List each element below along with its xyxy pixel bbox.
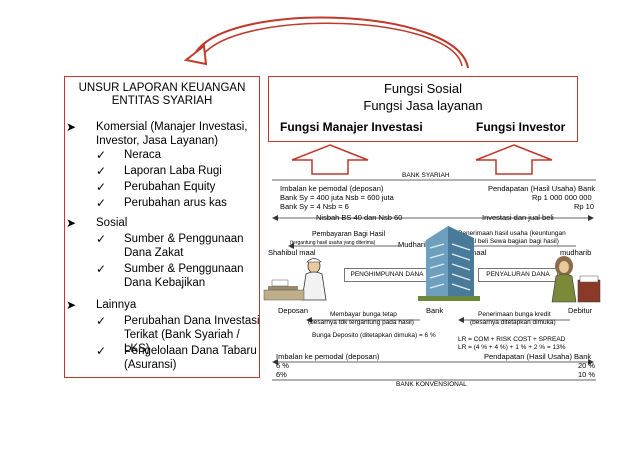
debitur-person-icon: [551, 256, 601, 303]
list-item-label: Perubahan arus kas: [124, 197, 227, 209]
list-item-label: Dana Zakat: [124, 247, 184, 259]
right-panel-box: [268, 76, 578, 142]
arrow-bullet-icon: ➤: [66, 298, 77, 312]
left-title-line2: ENTITAS SYARIAH: [111, 95, 213, 107]
list-item-label: Dana Kebajikan: [124, 277, 206, 289]
check-icon: ✓: [96, 344, 107, 358]
fungsi-investor: Fungsi Investor: [476, 120, 566, 134]
left-title-line1: UNSUR LAPORAN KEUANGAN: [78, 82, 246, 94]
pembayaran-title: Pembayaran Bagi Hasil: [312, 231, 386, 238]
check-icon: ✓: [96, 180, 107, 194]
check-icon: ✓: [96, 232, 107, 246]
deposan-label: Deposan: [278, 306, 309, 315]
mudharib-center: Mudharib: [398, 240, 430, 249]
label-bank-syariah: BANK SYARIAH: [402, 172, 450, 179]
bunga-kredit-2: (besarnya ditetapkan dimuka): [470, 319, 556, 326]
check-icon: ✓: [96, 148, 107, 162]
imbalan-title: Imbalan ke pemodal (deposan): [280, 184, 384, 193]
lr-formula-1: LR = COM + RISK COST + SPREAD: [458, 336, 566, 343]
fungsi-sosial: Fungsi Sosial: [383, 81, 463, 96]
list-item-label: Perubahan Equity: [124, 181, 216, 193]
list-item-label: Laporan Laba Rugi: [124, 165, 222, 177]
list-item-label: Perubahan Dana Investasi: [124, 315, 260, 327]
bank-label: Bank: [426, 306, 444, 315]
section-label: Sosial: [96, 217, 128, 229]
bunga-tetap-1: Membayar bunga tetap: [330, 311, 397, 318]
pendapatan-konv-line2: 10 %: [578, 370, 596, 379]
label-bank-konvensional: BANK KONVENSIONAL: [396, 381, 467, 388]
list-item-label: Sumber & Penggunaan: [124, 263, 244, 275]
imbalan-konv-line1: 6 %: [276, 361, 289, 370]
list-item-label: Pengelolaan Dana Tabaru: [124, 345, 257, 357]
up-arrow-left: [291, 144, 369, 175]
section-label: Komersial (Manajer Investasi,: [96, 121, 248, 133]
pendapatan-line1: Rp 1 000 000 000: [532, 193, 592, 202]
investasi-label: Investasi dan jual beli: [482, 213, 554, 222]
section-label: Lainnya: [96, 299, 137, 311]
deposan-person-icon: [263, 258, 327, 301]
list-item-label: Terikat (Bank Syariah /: [124, 329, 240, 341]
up-arrow-right: [475, 144, 553, 175]
bunga-tetap-2: (besarnya tdk tergantung pada hasil): [308, 319, 414, 326]
pembayaran-sub: (tergantung hasil usaha yang diterima): [290, 240, 376, 246]
imbalan-konv-line2: 6%: [276, 370, 287, 379]
bunga-kredit-1: Penerimaan bunga kredit: [478, 311, 551, 318]
pendapatan-konv-title: Pendapatan (Hasil Usaha) Bank: [484, 352, 592, 361]
top-curved-arrow: [183, 16, 469, 69]
imbalan-line2: Bank Sy = 4 Nsb = 6: [280, 202, 349, 211]
mudharib-right: mudharib: [560, 248, 592, 257]
imbalan-line1: Bank Sy = 400 juta Nsb = 600 juta: [280, 193, 394, 202]
section-label: Investor, Jasa Layanan): [96, 135, 219, 147]
check-icon: ✓: [96, 164, 107, 178]
nisbah-label: Nisbah BS 40 dan Nsb 60: [316, 213, 403, 222]
pendapatan-line2: Rp 10: [574, 202, 595, 211]
bunga-deposito: Bunga Deposito (ditetapkan dimuka) = 6 %: [312, 332, 436, 339]
fungsi-manajer-investasi: Fungsi Manajer Investasi: [280, 120, 423, 134]
lr-formula-2: LR = (4 % + 4 %) + 1 % + 2 % = 13%: [458, 344, 566, 351]
list-item-label: Sumber & Penggunaan: [124, 233, 244, 245]
arrow-bullet-icon: ➤: [66, 216, 77, 230]
list-item-label: LKS): [124, 343, 150, 355]
imbalan-konv-title: Imbalan ke pemodal (deposan): [276, 352, 380, 361]
check-icon: ✓: [96, 196, 107, 210]
bank-building-icon: [418, 226, 480, 301]
penerimaan-title-2: jual beli Sewa bagian bagi hasil): [466, 238, 559, 245]
left-panel-box: [64, 76, 260, 378]
list-item-label: Neraca: [124, 149, 162, 161]
debitur-label: Debitur: [568, 306, 593, 315]
arrow-bullet-icon: ➤: [66, 120, 77, 134]
shahibul-maal-left: Shahibul maal: [268, 248, 316, 257]
penerimaan-title-1: Penerimaan hasil usaha (keuntungan: [458, 230, 566, 237]
fungsi-jasa-layanan: Fungsi Jasa layanan: [363, 98, 483, 113]
pendapatan-title: Pendapatan (Hasil Usaha) Bank: [488, 184, 596, 193]
list-item-label: (Asuransi): [124, 359, 177, 371]
pendapatan-konv-line1: 20 %: [578, 361, 596, 370]
check-icon: ✓: [96, 262, 107, 276]
check-icon: ✓: [96, 314, 107, 328]
left-panel-title: UNSUR LAPORAN KEUANGAN ENTITAS SYARIAH: [64, 82, 260, 108]
